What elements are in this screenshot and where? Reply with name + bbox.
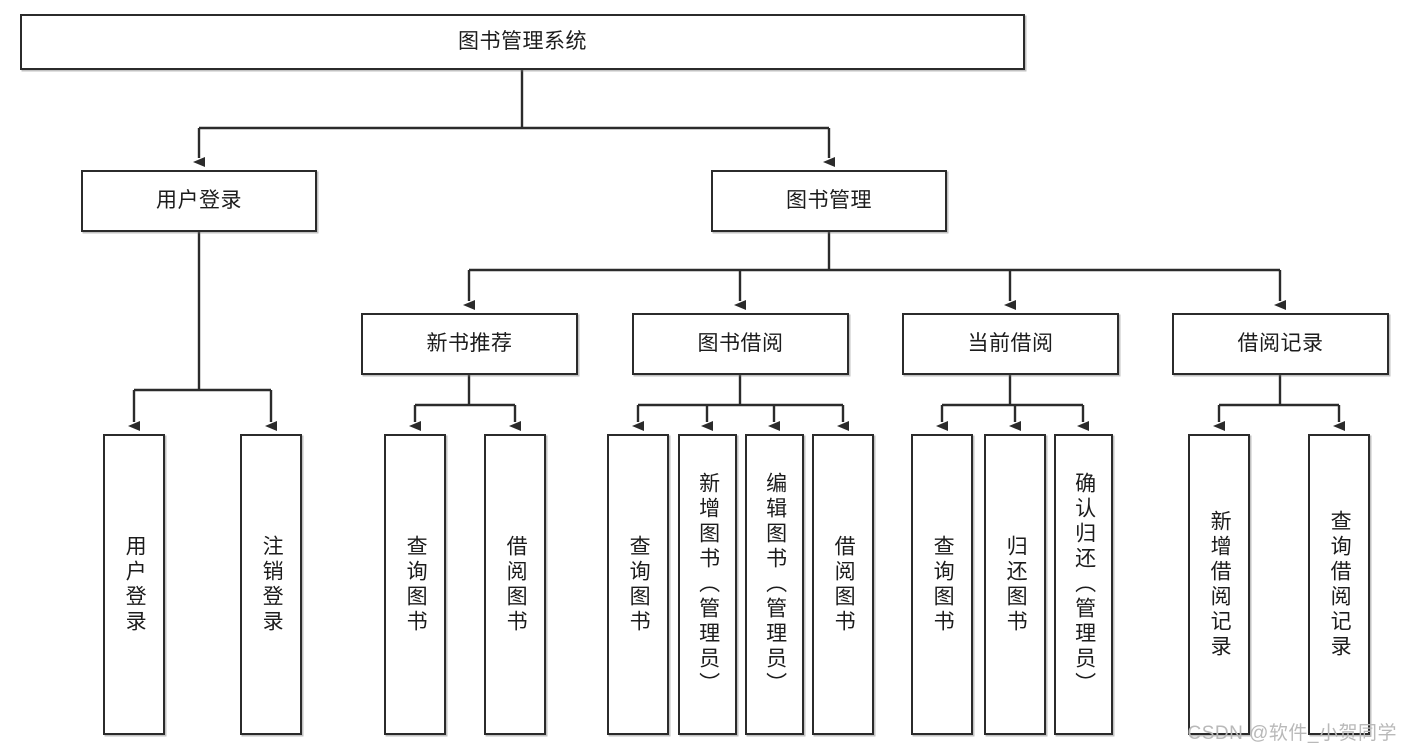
node-book-manage[interactable]: 图书管理 [711,170,947,232]
node-borrow-book-borrow-label: 借阅图书 [832,534,856,635]
node-borrow-book-borrow[interactable]: 借阅图书 [812,434,874,735]
node-add-borrow-record[interactable]: 新增借阅记录 [1188,434,1250,735]
node-return-book-label: 归还图书 [1004,534,1028,635]
node-root[interactable]: 图书管理系统 [20,14,1025,70]
node-book-manage-label: 图书管理 [786,188,872,212]
node-query-book-current[interactable]: 查询图书 [911,434,973,735]
node-current-borrow-label: 当前借阅 [967,331,1054,355]
node-book-borrow-label: 图书借阅 [697,331,784,355]
node-user-login-label: 用户登录 [156,188,242,212]
node-confirm-return-admin[interactable]: 确认归还（管理员） [1054,434,1113,735]
node-return-book[interactable]: 归还图书 [984,434,1046,735]
node-borrow-book-recommend[interactable]: 借阅图书 [484,434,546,735]
node-query-book-recommend[interactable]: 查询图书 [384,434,446,735]
node-query-book-current-label: 查询图书 [931,534,955,635]
node-user-login-leaf-label: 用户登录 [123,534,147,635]
node-borrow-record-label: 借阅记录 [1237,331,1324,355]
node-borrow-book-recommend-label: 借阅图书 [504,534,528,635]
node-query-book-borrow-label: 查询图书 [627,534,651,635]
node-borrow-record[interactable]: 借阅记录 [1172,313,1389,375]
node-root-label: 图书管理系统 [458,29,587,53]
node-query-book-borrow[interactable]: 查询图书 [607,434,669,735]
node-book-borrow[interactable]: 图书借阅 [632,313,849,375]
node-user-login[interactable]: 用户登录 [81,170,317,232]
node-add-book-admin-label: 新增图书（管理员） [696,472,720,697]
node-current-borrow[interactable]: 当前借阅 [902,313,1119,375]
node-query-borrow-record-label: 查询借阅记录 [1328,509,1352,660]
node-query-borrow-record[interactable]: 查询借阅记录 [1308,434,1370,735]
node-edit-book-admin-label: 编辑图书（管理员） [763,472,787,697]
node-new-book-recommend[interactable]: 新书推荐 [361,313,578,375]
node-edit-book-admin[interactable]: 编辑图书（管理员） [745,434,804,735]
node-user-login-leaf[interactable]: 用户登录 [103,434,165,735]
node-add-book-admin[interactable]: 新增图书（管理员） [678,434,737,735]
node-query-book-recommend-label: 查询图书 [404,534,428,635]
node-confirm-return-admin-label: 确认归还（管理员） [1072,472,1096,697]
node-logout-leaf-label: 注销登录 [260,534,284,635]
node-add-borrow-record-label: 新增借阅记录 [1208,509,1232,660]
node-new-book-recommend-label: 新书推荐 [426,331,513,355]
node-logout-leaf[interactable]: 注销登录 [240,434,302,735]
